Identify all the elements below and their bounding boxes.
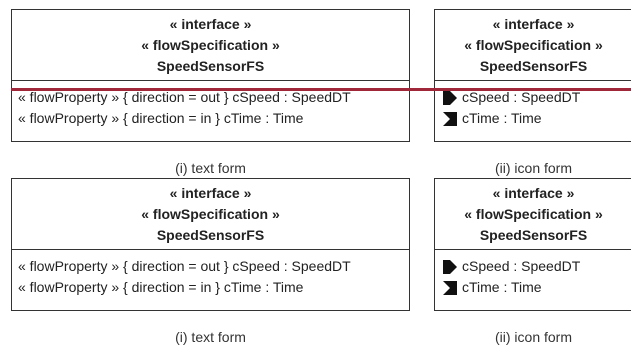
- class-properties: cSpeed : SpeedDT cTime : Time: [435, 250, 631, 298]
- class-header: « interface » « flowSpecification » Spee…: [435, 179, 631, 250]
- class-header: « interface » « flowSpecification » Spee…: [12, 10, 409, 81]
- class-box-icon-form-bottom: « interface » « flowSpecification » Spee…: [434, 178, 631, 311]
- caption-text-form: (i) text form: [175, 329, 246, 345]
- overlay-divider-line: [11, 88, 631, 91]
- class-box-text-form-bottom: « interface » « flowSpecification » Spee…: [11, 178, 410, 311]
- stereotype-flow-specification: « flowSpecification »: [141, 37, 280, 53]
- flow-property-in: « flowProperty » { direction = in } cTim…: [18, 110, 304, 126]
- flow-property-out-row: cSpeed : SpeedDT: [443, 256, 631, 277]
- caption-icon-form: (ii) icon form: [494, 329, 572, 345]
- stereotype-interface: « interface »: [492, 16, 575, 32]
- stereotype-interface: « interface »: [169, 16, 252, 32]
- flow-in-icon: [443, 280, 457, 295]
- flow-property-out: « flowProperty » { direction = out } cSp…: [18, 89, 351, 105]
- flow-property-in: cTime : Time: [462, 110, 542, 126]
- flow-property-in-row: cTime : Time: [443, 108, 631, 129]
- class-properties: « flowProperty » { direction = out } cSp…: [12, 81, 409, 129]
- stereotype-interface: « interface »: [169, 185, 252, 201]
- stereotype-flow-specification: « flowSpecification »: [464, 37, 603, 53]
- stereotype-interface: « interface »: [492, 185, 575, 201]
- class-properties: « flowProperty » { direction = out } cSp…: [12, 250, 409, 298]
- flow-property-out: « flowProperty » { direction = out } cSp…: [18, 258, 351, 274]
- flow-property-out-row: cSpeed : SpeedDT: [443, 87, 631, 108]
- flow-property-in: « flowProperty » { direction = in } cTim…: [18, 279, 304, 295]
- flow-out-icon: [443, 90, 457, 105]
- class-box-text-form-top: « interface » « flowSpecification » Spee…: [11, 9, 410, 142]
- flow-property-out: cSpeed : SpeedDT: [462, 89, 581, 105]
- stereotype-flow-specification: « flowSpecification »: [464, 206, 603, 222]
- class-properties: cSpeed : SpeedDT cTime : Time: [435, 81, 631, 129]
- class-header: « interface » « flowSpecification » Spee…: [12, 179, 409, 250]
- class-name: SpeedSensorFS: [156, 58, 265, 74]
- class-header: « interface » « flowSpecification » Spee…: [435, 10, 631, 81]
- class-name: SpeedSensorFS: [479, 227, 588, 243]
- class-name: SpeedSensorFS: [479, 58, 588, 74]
- caption-text-form: (i) text form: [175, 160, 246, 176]
- caption-icon-form: (ii) icon form: [494, 160, 572, 176]
- flow-in-icon: [443, 111, 457, 126]
- flow-property-in: cTime : Time: [462, 279, 542, 295]
- flow-property-in-row: cTime : Time: [443, 277, 631, 298]
- flow-out-icon: [443, 259, 457, 274]
- class-name: SpeedSensorFS: [156, 227, 265, 243]
- class-box-icon-form-top: « interface » « flowSpecification » Spee…: [434, 9, 631, 142]
- flow-property-out: cSpeed : SpeedDT: [462, 258, 581, 274]
- stereotype-flow-specification: « flowSpecification »: [141, 206, 280, 222]
